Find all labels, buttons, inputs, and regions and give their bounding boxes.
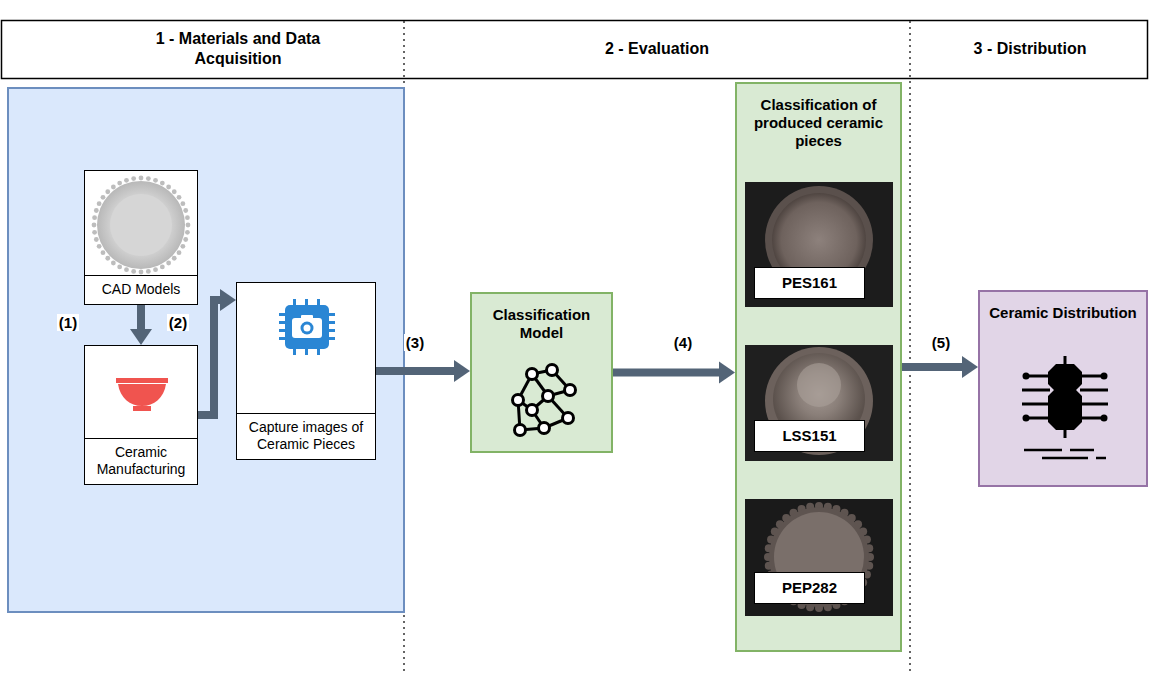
arrow-shaft xyxy=(198,300,220,415)
flow-arrow xyxy=(376,360,470,382)
photo-ground xyxy=(745,345,893,461)
node-text: CAD Models xyxy=(85,275,197,304)
bowl-icon xyxy=(112,368,172,418)
node-text: Ceramic Distribution xyxy=(980,292,1146,322)
chip-base-lines xyxy=(1024,450,1106,458)
chip-pins xyxy=(279,299,335,355)
node-text: Ceramic Manufacturing xyxy=(85,438,197,484)
arrow-head xyxy=(962,356,978,378)
node-text: PES161 xyxy=(755,274,864,292)
class-tag: LSS151 xyxy=(754,420,865,452)
flow-arrow xyxy=(902,356,978,378)
acquisition-panel xyxy=(8,88,404,612)
arrow-shaft xyxy=(613,369,719,377)
photo-ground xyxy=(745,499,893,616)
step-number: (1) xyxy=(57,314,79,331)
chip-traces xyxy=(1022,356,1108,438)
class-tag: PES161 xyxy=(754,267,865,299)
manufacturing-box: Ceramic Manufacturing xyxy=(84,345,198,485)
step-number: (2) xyxy=(167,314,189,331)
arrow-head xyxy=(719,362,735,384)
step-number: (3) xyxy=(404,334,426,351)
arrow-head xyxy=(220,289,236,311)
plate-well xyxy=(110,194,172,256)
flow-arrow xyxy=(130,305,152,345)
camera-lens xyxy=(301,322,314,335)
arrow-head xyxy=(130,329,152,345)
classifier-box: Classification Model xyxy=(470,292,613,453)
pot-base xyxy=(797,363,841,407)
step-number: (5) xyxy=(930,334,952,351)
flow-arrow xyxy=(198,289,236,415)
bowl-body xyxy=(118,384,166,406)
camera-body xyxy=(292,318,322,338)
camera-lens-inner xyxy=(304,325,311,332)
section-divider xyxy=(909,21,911,673)
network-neurons xyxy=(513,365,576,436)
section-heading: 2 - Evaluation xyxy=(557,39,757,59)
node-text: Classification of produced ceramic piece… xyxy=(737,84,900,150)
photo-ground xyxy=(745,182,893,307)
cad-models-box: CAD Models xyxy=(84,170,198,305)
section-heading: 3 - Distribution xyxy=(930,39,1130,59)
camera-chip-icon xyxy=(277,297,337,357)
section-heading: 1 - Materials and Data Acquisition xyxy=(133,29,343,69)
node-text: Classification Model xyxy=(472,294,611,342)
bowl-rim xyxy=(116,378,168,383)
node-text: PEP282 xyxy=(755,579,864,597)
plate-rim-dots xyxy=(92,176,191,275)
class-tag: PEP282 xyxy=(754,572,865,604)
step-number: (4) xyxy=(672,334,694,351)
arrow-shaft xyxy=(902,363,962,371)
distribution-box: Ceramic Distribution xyxy=(978,290,1148,487)
node-text: LSS151 xyxy=(755,427,864,445)
chip-body xyxy=(1048,364,1082,430)
bowl-foot xyxy=(133,406,151,411)
arrow-head xyxy=(454,360,470,382)
results-panel: Classification of produced ceramic piece… xyxy=(735,82,902,652)
arrow-shaft xyxy=(137,305,145,329)
chip-body xyxy=(285,305,329,349)
header-bar xyxy=(2,21,1148,79)
plate-disc xyxy=(97,181,185,269)
node-text: Capture images of Ceramic Pieces xyxy=(237,413,375,459)
neural-network-icon xyxy=(508,360,580,444)
arrow-shaft xyxy=(376,367,454,375)
plate-model-icon xyxy=(91,175,191,275)
capture-box: Capture images of Ceramic Pieces xyxy=(236,282,376,460)
distribution-chip-icon xyxy=(1018,354,1112,474)
flow-arrow xyxy=(613,362,735,384)
